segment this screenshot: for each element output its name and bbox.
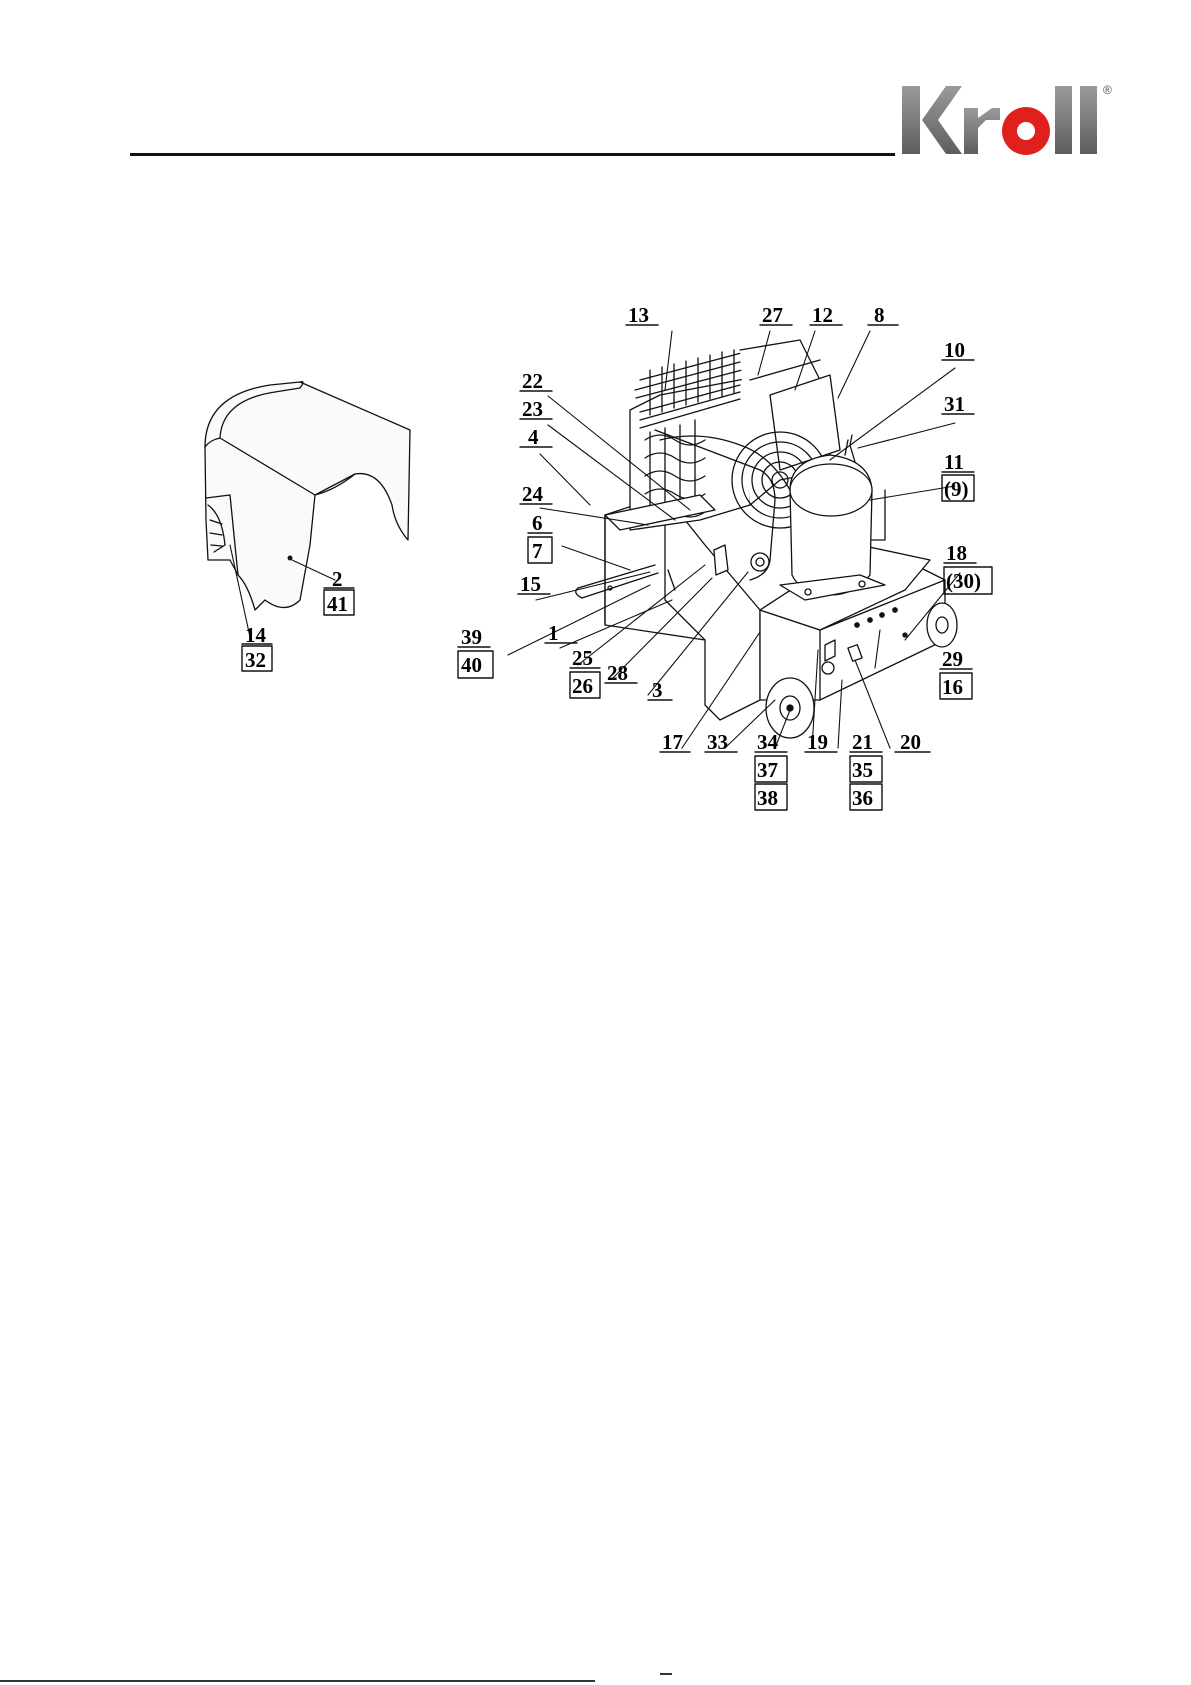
footer-rule — [0, 1680, 595, 1682]
part-label: 25 — [572, 646, 593, 670]
part-label: 26 — [572, 674, 593, 698]
part-label: 33 — [707, 730, 728, 754]
part-label: 32 — [245, 648, 266, 672]
wheel-front — [766, 678, 814, 738]
part-label: 15 — [520, 572, 541, 596]
part-label: 24 — [522, 482, 544, 506]
part-label: 4 — [528, 425, 539, 449]
compressor — [780, 455, 885, 600]
part-label: 28 — [607, 661, 628, 685]
part-label: 31 — [944, 392, 965, 416]
part-label: 11 — [944, 450, 964, 474]
part-label: 10 — [944, 338, 965, 362]
refrigeration-unit — [576, 340, 957, 738]
part-label: 14 — [245, 623, 267, 647]
part-label: 6 — [532, 511, 543, 535]
part-label: 34 — [757, 730, 779, 754]
part-label: 12 — [812, 303, 833, 327]
part-label: 17 — [662, 730, 683, 754]
part-label: 19 — [807, 730, 828, 754]
part-label: (30) — [946, 569, 981, 593]
part-label: 16 — [942, 675, 963, 699]
part-label: 38 — [757, 786, 778, 810]
part-label: 20 — [900, 730, 921, 754]
part-label: 29 — [942, 647, 963, 671]
part-label: 35 — [852, 758, 873, 782]
part-label: 18 — [946, 541, 967, 565]
part-label: 7 — [532, 539, 543, 563]
part-label: 41 — [327, 592, 348, 616]
wheel-rear — [927, 603, 957, 647]
part-label: (9) — [944, 477, 969, 501]
footer-mark — [660, 1673, 672, 1675]
part-label: 36 — [852, 786, 873, 810]
part-label: 40 — [461, 653, 482, 677]
part-label: 13 — [628, 303, 649, 327]
part-label: 1 — [548, 621, 559, 645]
part-label: 8 — [874, 303, 885, 327]
protective-cover — [205, 382, 410, 610]
part-label: 27 — [762, 303, 783, 327]
part-label: 22 — [522, 369, 543, 393]
part-label: 2 — [332, 567, 343, 591]
part-label: 39 — [461, 625, 482, 649]
part-label: 23 — [522, 397, 543, 421]
exploded-parts-diagram: 14 32 2 41 13 27 12 8 10 22 23 4 31 11 (… — [0, 0, 1191, 900]
part-label: 21 — [852, 730, 873, 754]
part-label: 3 — [652, 678, 663, 702]
part-label: 37 — [757, 758, 778, 782]
